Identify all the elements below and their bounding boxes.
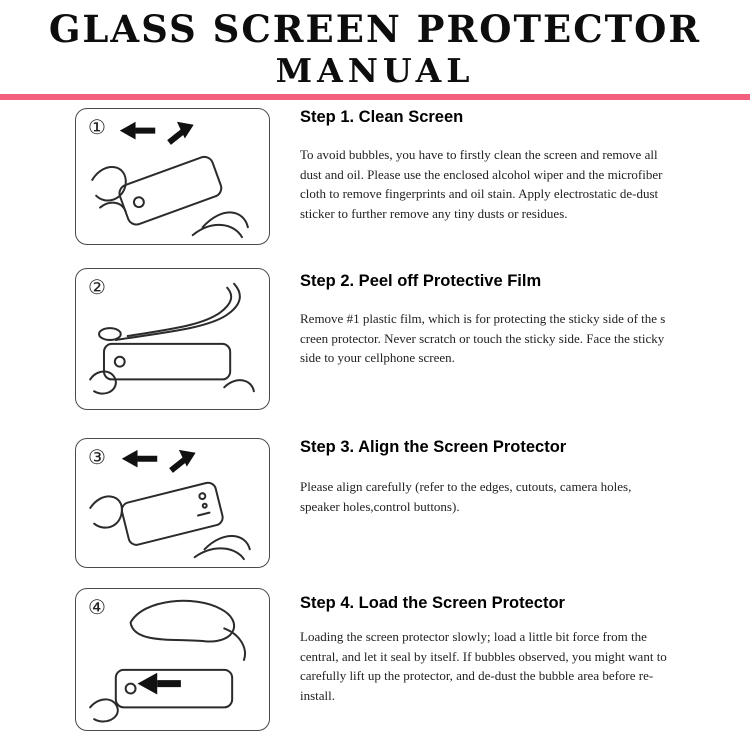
protective-film-flap: [99, 284, 240, 340]
step-number-badge: ②: [88, 275, 106, 299]
step-3-body: Please align carefully (refer to the edg…: [300, 479, 632, 514]
page-title-line2: MANUAL: [275, 50, 475, 90]
step-2-body: Remove #1 plastic film, which is for pro…: [300, 311, 666, 365]
hand-left: [90, 699, 118, 721]
hand-left: [90, 496, 122, 527]
step-4-heading: Step 4. Load the Screen Protector: [300, 594, 565, 612]
arrow-left-icon: [121, 449, 157, 468]
hand-right: [193, 212, 248, 237]
arrow-up-right-icon: [169, 121, 194, 143]
step-4-section: ④ Step 4. Load the Screen Protector Load…: [0, 588, 750, 733]
step-3-section: ③ Step 3. Align the Screen Protector Ple…: [0, 438, 750, 570]
step-3-illustration: [76, 449, 269, 567]
step-1-illustration-box: ①: [75, 108, 270, 245]
arrow-left-icon: [137, 672, 180, 695]
phone-outline: [117, 154, 224, 227]
manual-title: GLASS SCREEN PROTECTOR MANUAL: [0, 8, 750, 90]
phone-outline: [104, 344, 230, 379]
step-4-body: Loading the screen protector slowly; loa…: [300, 629, 667, 703]
step-3-heading: Step 3. Align the Screen Protector: [300, 438, 567, 456]
arrow-left-icon: [119, 121, 155, 140]
step-3-illustration-box: ③: [75, 438, 270, 568]
step-number-badge: ④: [88, 595, 106, 619]
step-number-badge: ③: [88, 445, 106, 469]
step-1-heading: Step 1. Clean Screen: [300, 108, 464, 126]
step-2-illustration-box: ②: [75, 268, 270, 410]
step-1-section: ① Step 1. Clean Screen To avoid bubbles,…: [0, 108, 750, 248]
step-4-illustration: [76, 589, 269, 730]
step-1-illustration: [76, 121, 269, 244]
hand-right: [224, 380, 254, 391]
page-title-line1: GLASS SCREEN PROTECTOR: [48, 7, 702, 51]
step-2-illustration: [76, 269, 269, 409]
hand-right: [195, 536, 250, 559]
hand-left: [90, 371, 116, 393]
step-2-heading: Step 2. Peel off Protective Film: [300, 272, 542, 290]
phone-outline: [116, 670, 232, 707]
step-4-illustration-box: ④: [75, 588, 270, 731]
arrow-up-right-icon: [171, 449, 196, 471]
step-number-badge: ①: [88, 115, 106, 139]
step-1-body: To avoid bubbles, you have to firstly cl…: [300, 147, 663, 221]
cloth-hand: [131, 601, 245, 660]
hand-left: [92, 167, 126, 211]
step-2-section: ② Step 2. Peel off Protective Film Remov…: [0, 268, 750, 413]
accent-divider: [0, 94, 750, 100]
phone-outline: [120, 481, 224, 546]
